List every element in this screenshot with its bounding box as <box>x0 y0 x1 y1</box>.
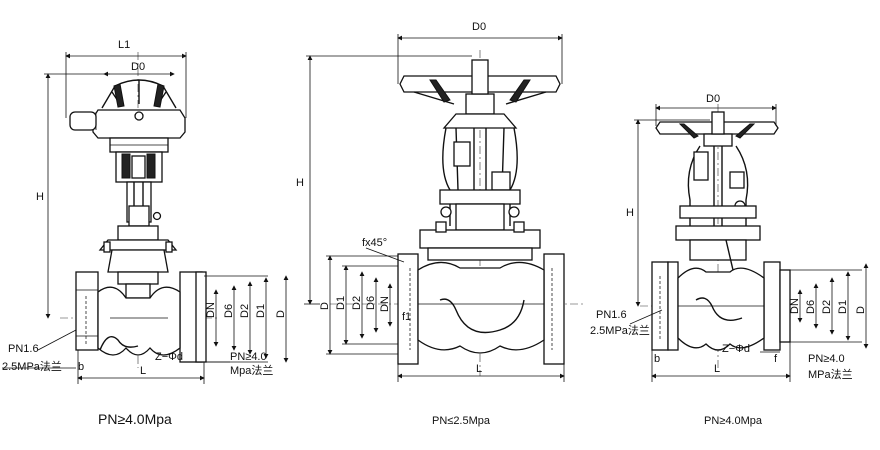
drawing-3-dimensions <box>629 104 869 382</box>
d3-label-b: b <box>654 353 660 365</box>
d1-label-H: H <box>36 191 44 203</box>
drawing-1-actuator-valve <box>60 52 218 368</box>
d3-label-z: Z−Φd <box>722 343 750 355</box>
d2-label-D1: D1 <box>335 296 347 310</box>
d1-label-D6: D6 <box>223 304 235 318</box>
d3-label-pn16: PN1.6 <box>596 309 627 321</box>
d2-label-f1: f1 <box>402 311 411 323</box>
d1-label-mpa: Mpa法兰 <box>230 363 273 377</box>
d2-label-D6: D6 <box>365 296 377 310</box>
d3-label-D6: D6 <box>805 300 817 314</box>
d2-label-H: H <box>296 177 304 189</box>
d1-label-z: Z−Φd <box>155 351 183 363</box>
d3-label-D0: D0 <box>706 93 720 105</box>
d3-label-D: D <box>855 306 867 314</box>
d2-label-DN: DN <box>379 296 391 312</box>
d3-label-D2: D2 <box>821 300 833 314</box>
d1-label-D2: D2 <box>239 304 251 318</box>
d1-label-D1: D1 <box>255 304 267 318</box>
d2-label-fx45: fx45° <box>362 237 387 249</box>
d3-caption: PN≥4.0Mpa <box>704 415 763 427</box>
d1-label-L1: L1 <box>118 39 130 51</box>
d1-label-25mpa: 2.5MPa法兰 <box>2 359 62 373</box>
d3-label-f: f <box>774 353 778 365</box>
d1-label-b: b <box>78 361 84 373</box>
d3-label-DN: DN <box>789 298 801 314</box>
d2-label-D0: D0 <box>472 21 486 33</box>
d2-caption: PN≤2.5Mpa <box>432 415 491 427</box>
d1-label-DN: DN <box>205 302 217 318</box>
d3-label-mpa: MPa法兰 <box>808 367 853 381</box>
d2-label-D: D <box>319 302 331 310</box>
d2-label-L: L <box>476 363 482 375</box>
d1-label-D: D <box>275 310 287 318</box>
d3-label-D1: D1 <box>837 300 849 314</box>
d3-label-25mpa: 2.5MPa法兰 <box>590 323 650 337</box>
d3-label-L: L <box>714 363 720 375</box>
drawing-2-dimensions <box>304 34 565 382</box>
drawing-1-dimensions <box>2 52 289 384</box>
d1-label-L: L <box>140 365 146 377</box>
d1-label-pn16: PN1.6 <box>8 343 39 355</box>
drawing-2-handwheel-valve <box>330 50 586 376</box>
d1-label-D0: D0 <box>131 61 145 73</box>
d1-caption: PN≥4.0Mpa <box>98 411 172 427</box>
d2-label-D2: D2 <box>351 296 363 310</box>
d1-label-pn40: PN≥4.0 <box>230 351 267 363</box>
drawing-3-handwheel-valve <box>640 104 791 372</box>
d3-label-pn40: PN≥4.0 <box>808 353 845 365</box>
d3-label-H: H <box>626 207 634 219</box>
